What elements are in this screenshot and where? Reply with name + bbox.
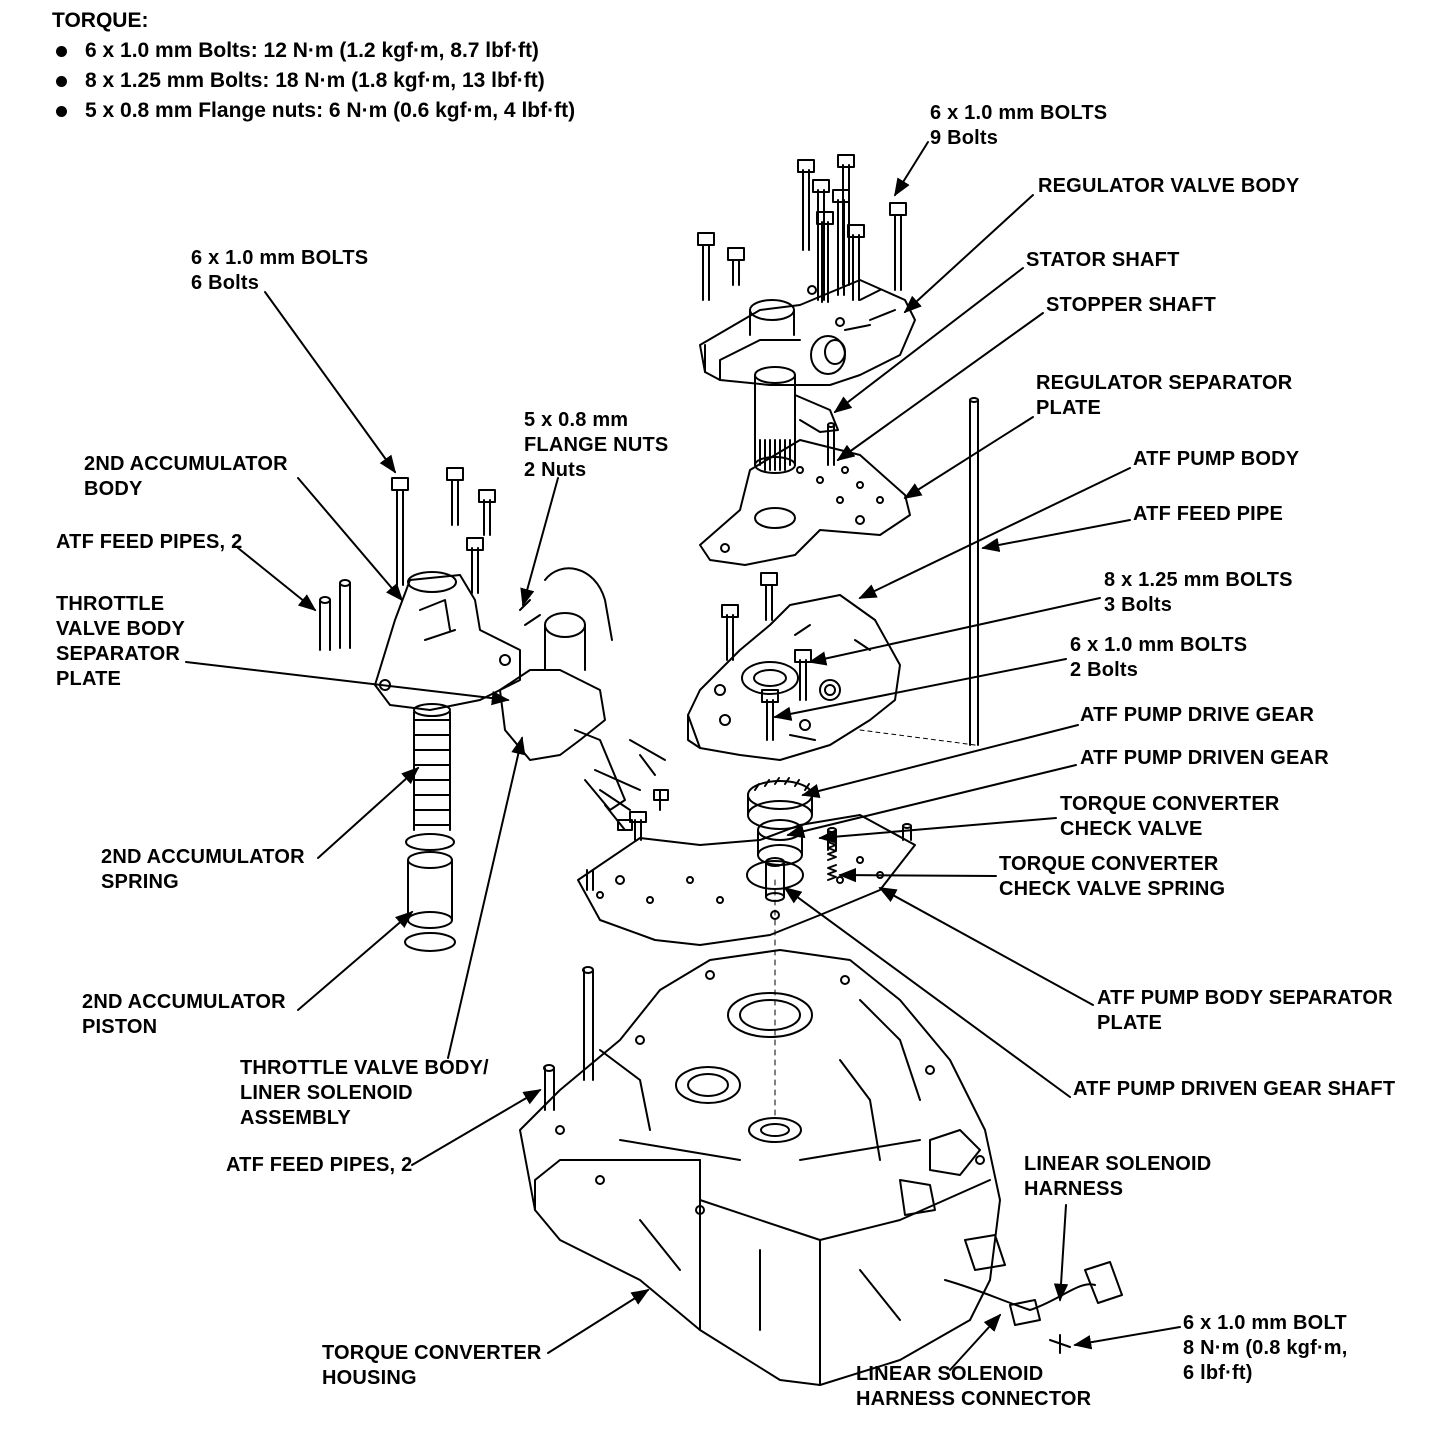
check-valve-parts bbox=[827, 823, 912, 881]
torque-item: 5 x 0.8 mm Flange nuts: 6 N·m (0.6 kgf·m… bbox=[52, 96, 575, 126]
torque-spec-block: TORQUE: 6 x 1.0 mm Bolts: 12 N·m (1.2 kg… bbox=[52, 6, 575, 126]
atf-feed-pipes-bottom-parts bbox=[543, 966, 594, 1111]
label-regulator-valve-body: REGULATOR VALVE BODY bbox=[1038, 175, 1300, 197]
torque-title: TORQUE: bbox=[52, 9, 149, 32]
label-atf-pump-driven-gear-shaft: ATF PUMP DRIVEN GEAR SHAFT bbox=[1073, 1078, 1396, 1100]
label-atf-feed-pipe: ATF FEED PIPE bbox=[1133, 503, 1284, 525]
second-accumulator-spring-parts bbox=[405, 703, 455, 851]
second-accumulator-body bbox=[374, 571, 521, 711]
atf-pump-body-separator-plate bbox=[577, 811, 916, 946]
torque-list: 6 x 1.0 mm Bolts: 12 N·m (1.2 kgf·m, 8.7… bbox=[52, 36, 575, 126]
regulator-separator-plate bbox=[699, 439, 911, 566]
torque-converter-housing bbox=[519, 949, 1001, 1386]
label-stator-shaft: STATOR SHAFT bbox=[1026, 249, 1180, 271]
label-atf-pump-body: ATF PUMP BODY bbox=[1133, 448, 1300, 470]
leader-lines bbox=[185, 141, 1181, 1371]
stopper-shaft bbox=[827, 422, 835, 466]
label-atf-pump-drive-gear: ATF PUMP DRIVE GEAR bbox=[1080, 704, 1315, 726]
torque-item: 8 x 1.25 mm Bolts: 18 N·m (1.8 kgf·m, 13… bbox=[52, 66, 575, 96]
throttle-valve-body-parts bbox=[499, 567, 669, 831]
second-accumulator-bolts bbox=[391, 467, 496, 594]
atf-pump-body bbox=[687, 572, 901, 761]
label-atf-feed-pipes-top: ATF FEED PIPES, 2 bbox=[56, 531, 243, 553]
atf-feed-pipe bbox=[969, 397, 979, 746]
regulator-bolts bbox=[697, 154, 907, 303]
regulator-valve-body bbox=[699, 279, 916, 386]
second-accumulator-piston-parts bbox=[404, 851, 456, 952]
label-atf-feed-pipes-bottom: ATF FEED PIPES, 2 bbox=[226, 1154, 413, 1176]
torque-item: 6 x 1.0 mm Bolts: 12 N·m (1.2 kgf·m, 8.7… bbox=[52, 36, 575, 66]
stator-shaft bbox=[754, 366, 839, 474]
atf-feed-pipes-top-parts bbox=[319, 579, 351, 651]
atf-pump-gears bbox=[747, 777, 813, 866]
label-stopper-shaft: STOPPER SHAFT bbox=[1046, 294, 1217, 316]
label-atf-pump-driven-gear: ATF PUMP DRIVEN GEAR bbox=[1080, 747, 1329, 769]
linear-solenoid-harness-parts bbox=[899, 1129, 1123, 1354]
